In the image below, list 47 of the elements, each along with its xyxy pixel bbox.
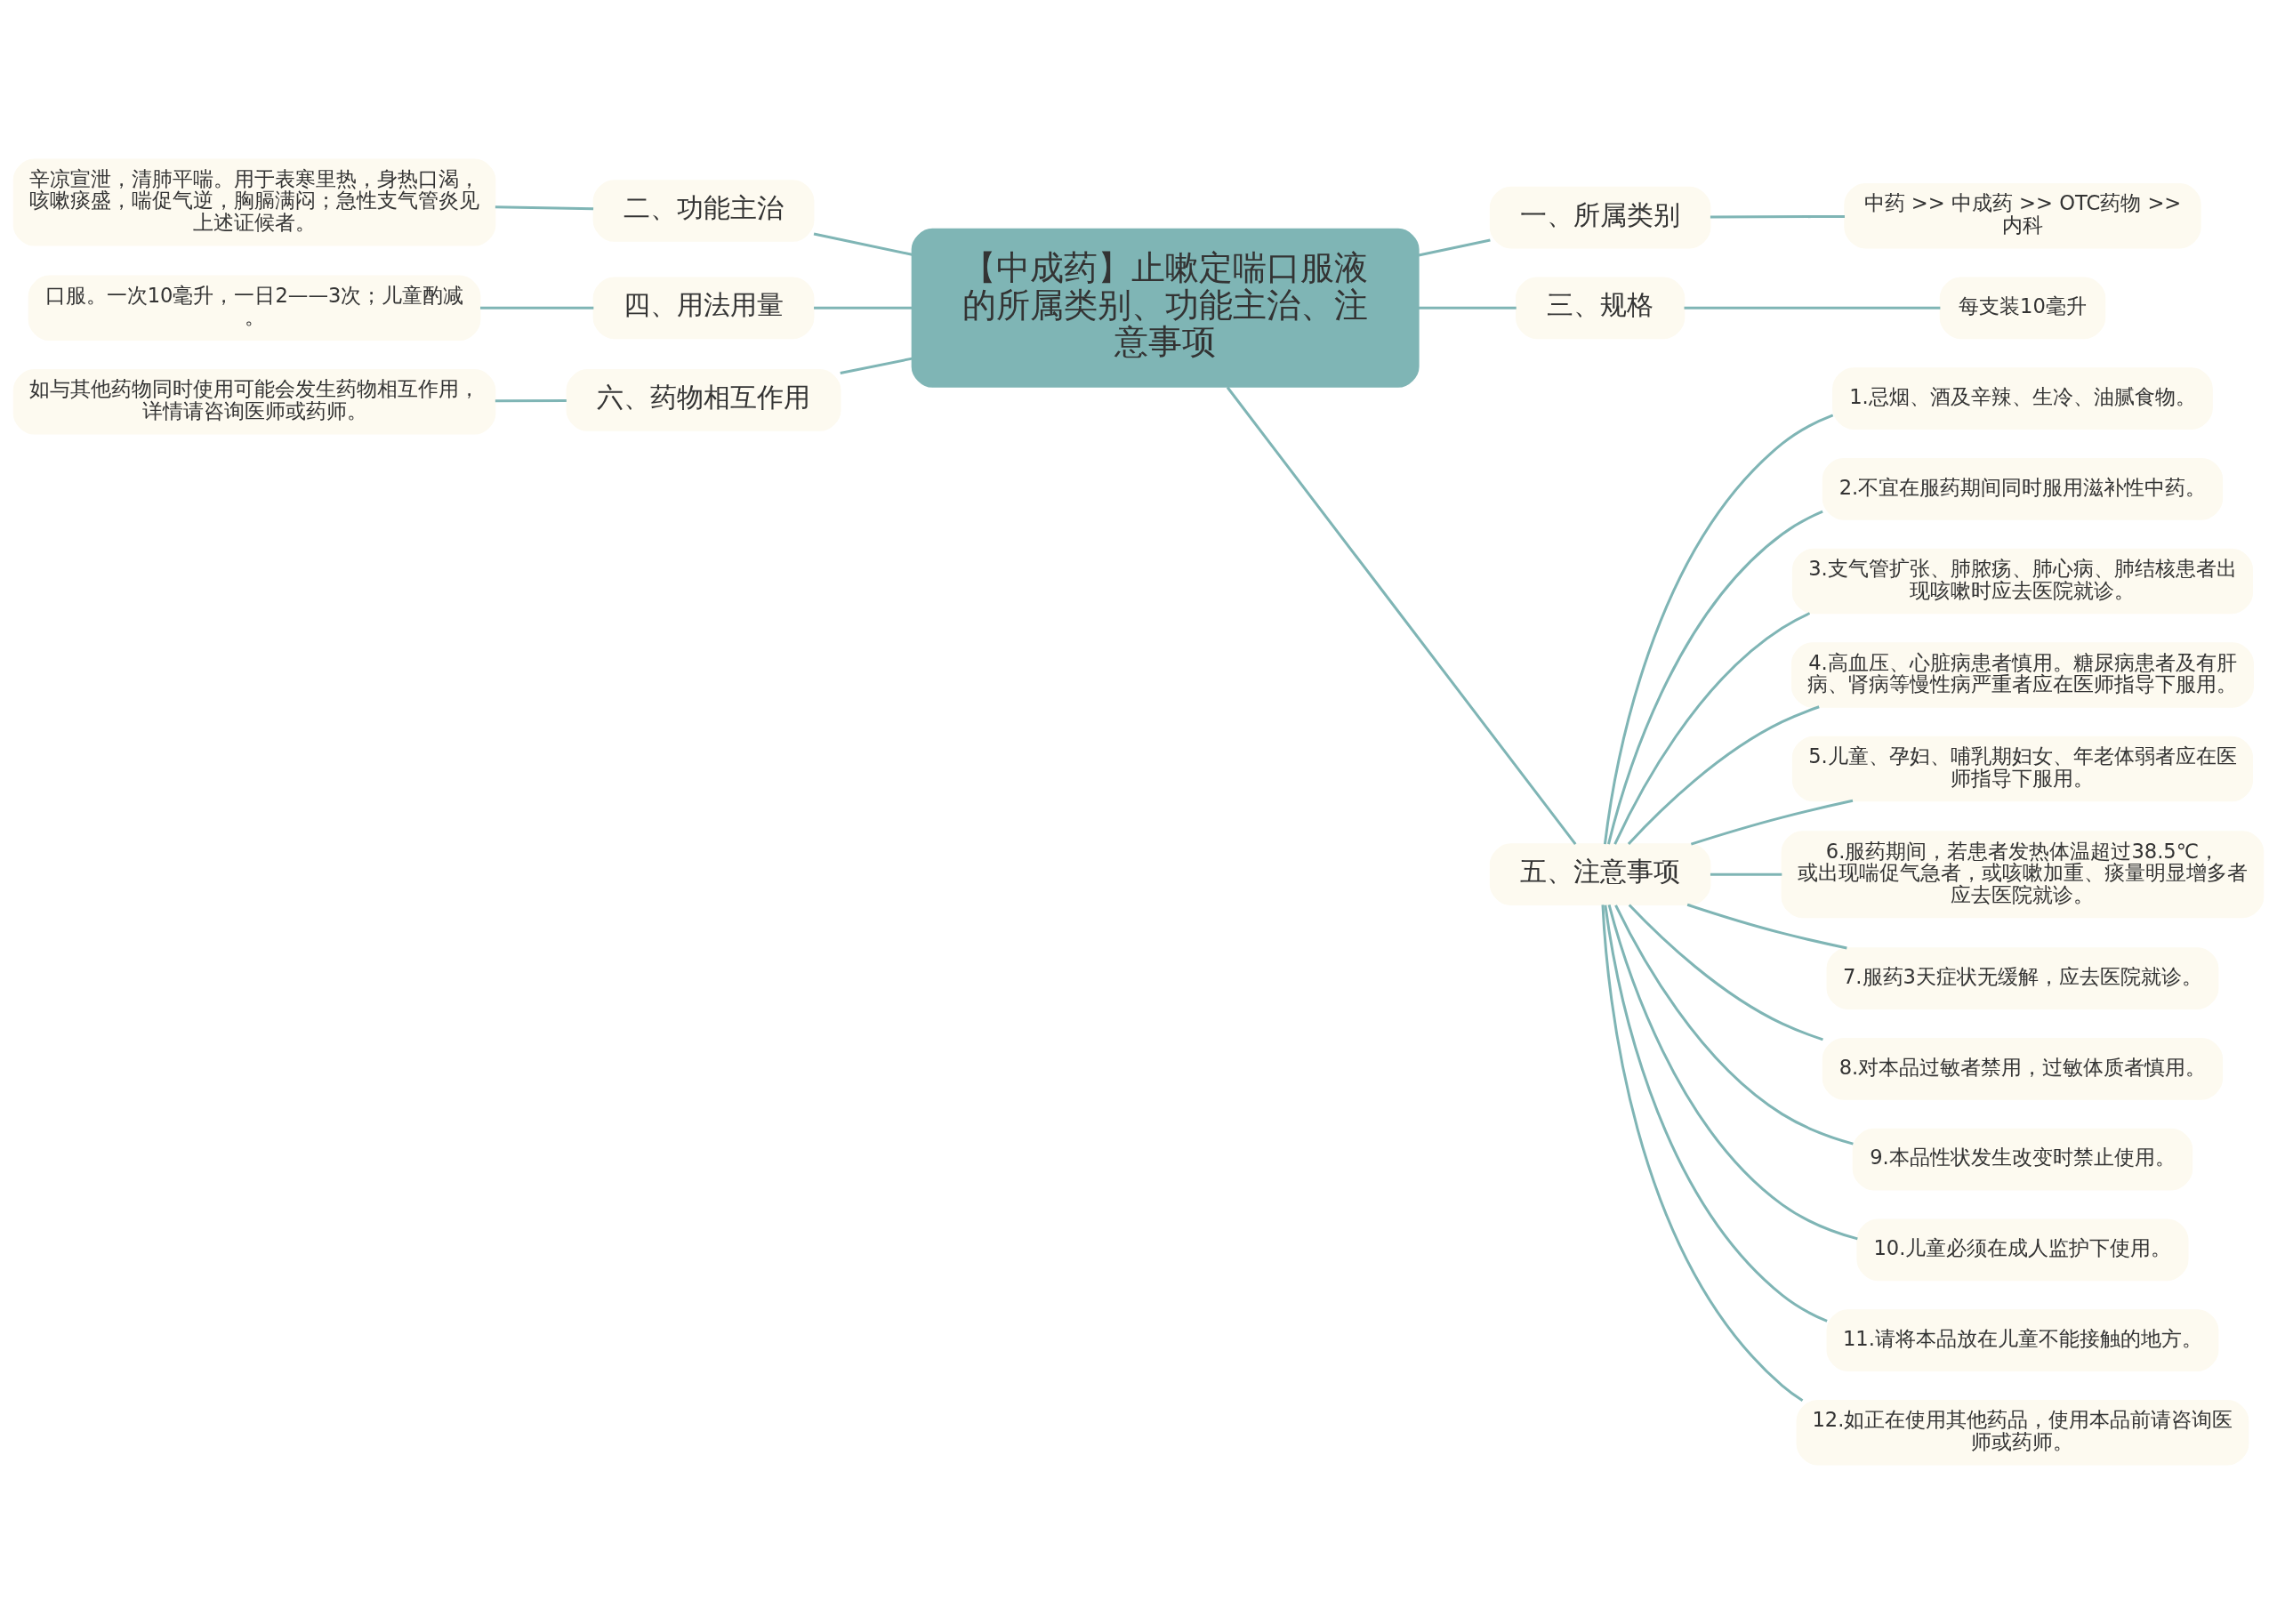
connector [495, 205, 594, 211]
node-box: 辛凉宣泄，清肺平喘。用于表寒里热，身热口渴，咳嗽痰盛，喘促气逆，胸膈满闷；急性支气管炎见上述证候者。 [12, 158, 496, 246]
connector [1614, 904, 1854, 1146]
node-box: 【中成药】止嗽定喘口服液的所属类别、功能主治、注意事项 [911, 228, 1420, 388]
node-box: 四、用法用量 [592, 277, 815, 340]
node-box: 一、所属类别 [1489, 186, 1711, 249]
connector [495, 399, 567, 403]
connector [1601, 904, 1804, 1402]
connector [840, 357, 913, 374]
node-box: 1.忌烟、酒及辛辣、生冷、油腻食物。 [1832, 367, 2213, 430]
node-box: 4.高血压、心脏病患者慎用。糖尿病患者及有肝病、肾病等慢性病严重者应在医师指导下服用。 [1790, 642, 2254, 708]
connector [1684, 306, 1941, 310]
node-box: 7.服药3天症状无缓解，应去医院就诊。 [1826, 947, 2219, 1009]
connector [813, 232, 913, 256]
node-box: 12.如正在使用其他药品，使用本品前请咨询医师或药师。 [1796, 1399, 2249, 1466]
connector [480, 306, 594, 310]
connector [1686, 903, 1847, 950]
connector [1418, 238, 1491, 257]
node-box: 二、功能主治 [592, 180, 815, 242]
node-box: 9.本品性状发生改变时禁止使用。 [1852, 1128, 2193, 1191]
connector [814, 306, 913, 310]
connector [1628, 904, 1823, 1041]
node-box: 如与其他药物同时使用可能会发生药物相互作用，详情请咨询医师或药师。 [12, 369, 496, 435]
node-box: 3.支气管扩张、肺脓疡、肺心病、肺结核患者出现咳嗽时应去医院就诊。 [1791, 548, 2254, 615]
connector [1603, 414, 1834, 845]
connector [1604, 904, 1828, 1323]
connector [1607, 904, 1858, 1241]
connector [1690, 799, 1854, 846]
node-box: 每支装10毫升 [1939, 277, 2106, 340]
connector [1710, 214, 1845, 219]
connector [1627, 705, 1820, 845]
node-box: 2.不宜在服药期间同时服用滋补性中药。 [1822, 457, 2224, 520]
node-box: 口服。一次10毫升，一日2——3次；儿童酌减。 [28, 275, 481, 342]
node-box: 6.服药期间，若患者发热体温超过38.5℃，或出现喘促气急者，或咳嗽加重、痰量明显增多者应去医院就诊。 [1781, 831, 2265, 919]
connector [1226, 386, 1577, 845]
connector [1607, 510, 1823, 845]
node-box: 三、规格 [1515, 277, 1686, 340]
connector [1710, 872, 1782, 876]
node-box: 中药 >> 中成药 >> OTC药物 >> 内科 [1844, 182, 2201, 249]
node-box: 11.请将本品放在儿童不能接触的地方。 [1826, 1309, 2219, 1371]
connector [1419, 306, 1517, 310]
node-box: 8.对本品过敏者禁用，过敏体质者慎用。 [1822, 1037, 2224, 1100]
node-box: 5.儿童、孕妇、哺乳期妇女、年老体弱者应在医师指导下服用。 [1791, 736, 2254, 802]
node-box: 六、药物相互作用 [566, 369, 841, 431]
node-box: 10.儿童必须在成人监护下使用。 [1856, 1218, 2189, 1282]
connector [1613, 612, 1811, 845]
node-box: 五、注意事项 [1489, 843, 1711, 906]
